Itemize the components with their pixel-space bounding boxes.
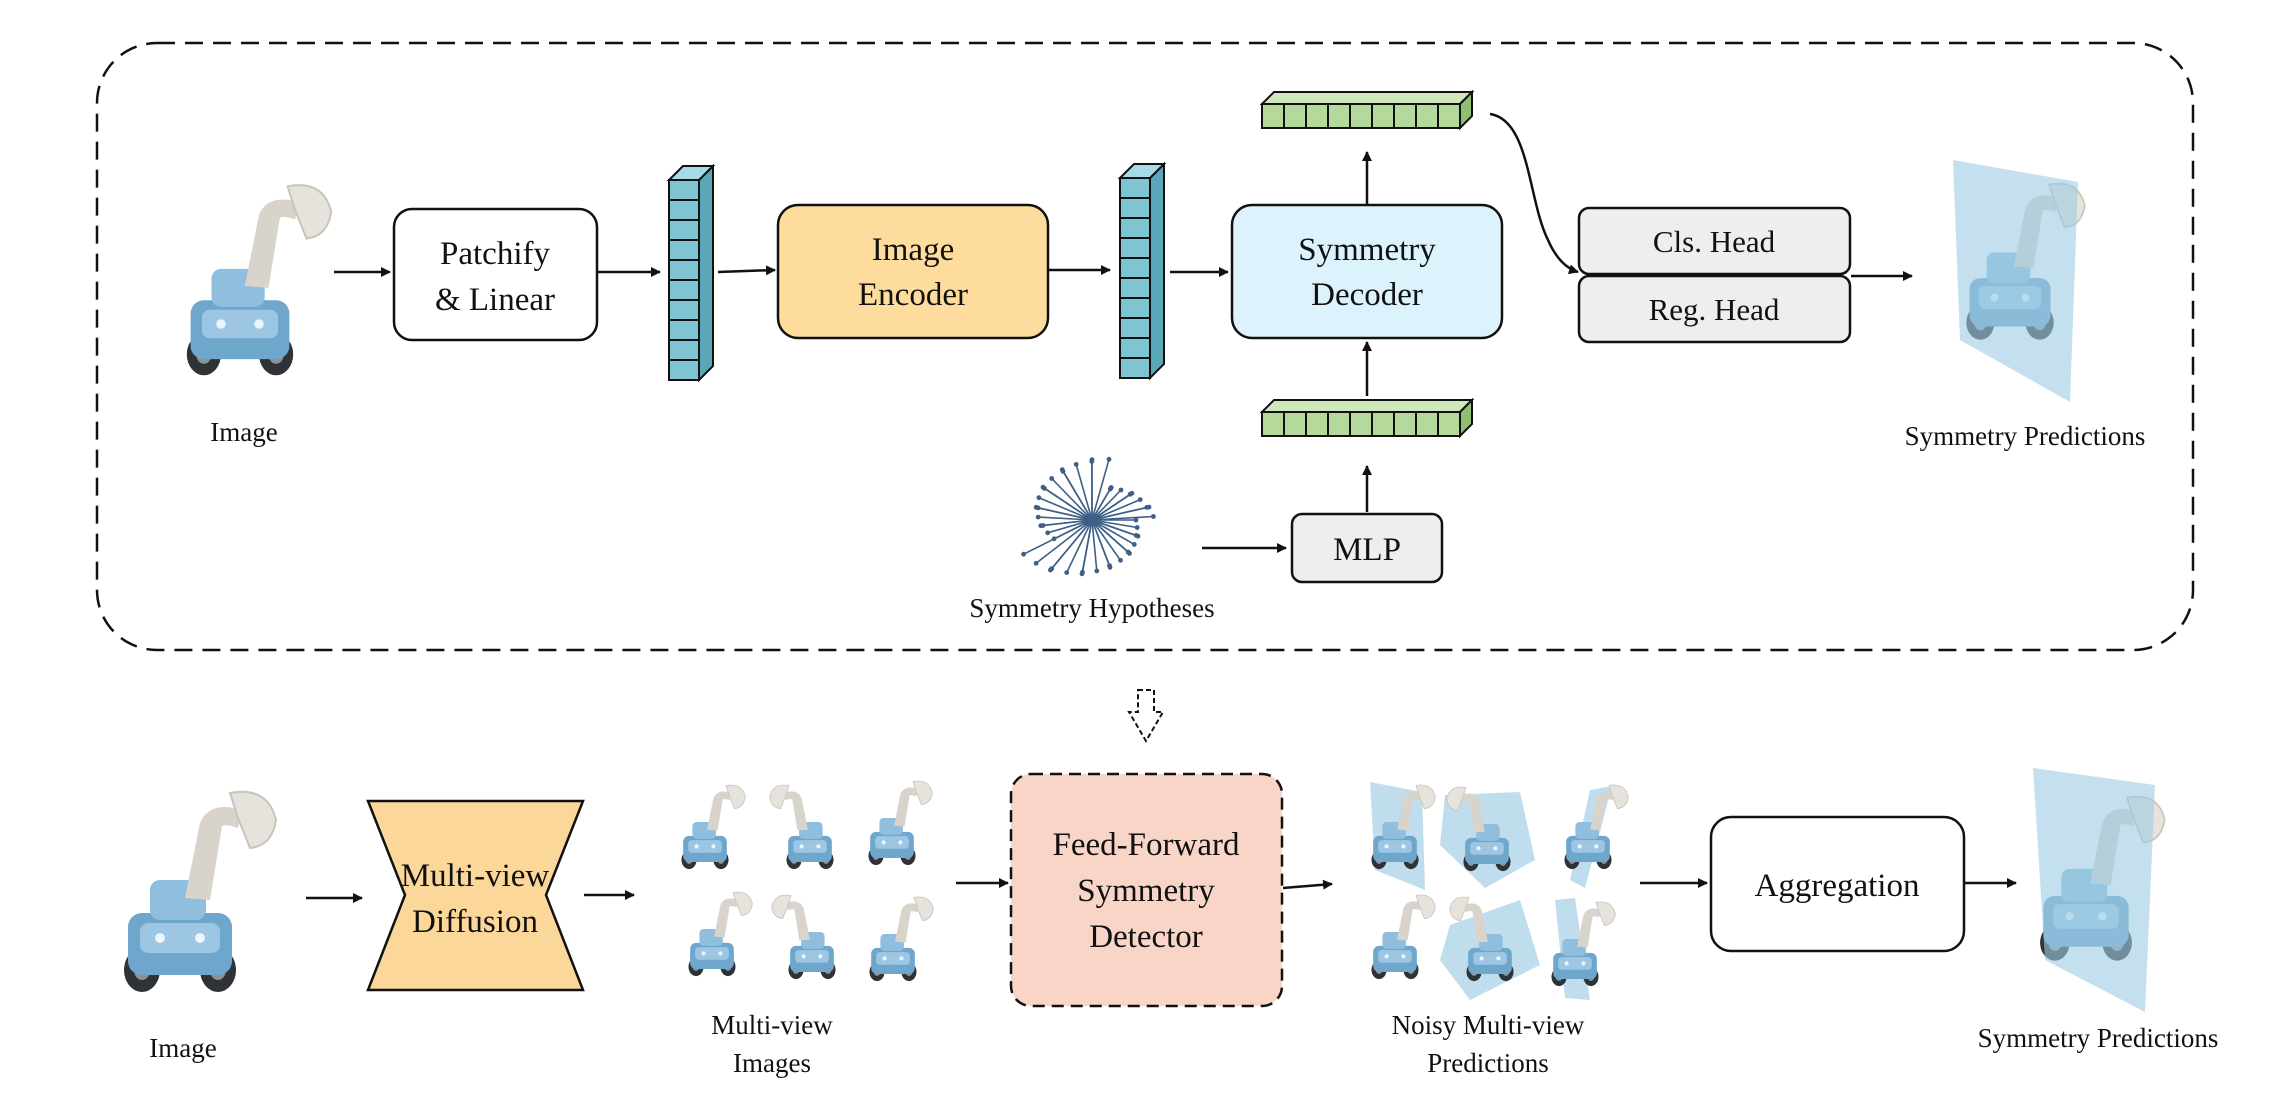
- noisy-label-line2: Predictions: [1427, 1048, 1549, 1078]
- symmetry-prediction-bottom: [2033, 768, 2166, 1012]
- patchify-linear-box: Patchify & Linear: [392, 207, 599, 342]
- cls-head-box: Cls. Head: [1577, 206, 1852, 276]
- multiview-diffusion-block: Multi-view Diffusion: [366, 799, 585, 992]
- arrow-detector-to-noisy: [1282, 879, 1333, 890]
- token-stack-icon: [666, 163, 716, 383]
- noisy-label-line1: Noisy Multi-view: [1392, 1010, 1585, 1040]
- detector-label-line1: Feed-Forward: [1053, 827, 1240, 863]
- predictions-label-top: Symmetry Predictions: [1905, 421, 2146, 451]
- multiview-images-grid: [681, 781, 933, 981]
- cls-head-label: Cls. Head: [1653, 224, 1776, 259]
- detector-label-line3: Detector: [1089, 919, 1203, 955]
- decoder-label-line2: Decoder: [1311, 277, 1423, 313]
- hypotheses-label: Symmetry Hypotheses: [969, 593, 1214, 623]
- arrow-output-tokens-to-heads: [1489, 112, 1579, 275]
- predictions-label-bottom: Symmetry Predictions: [1978, 1023, 2219, 1053]
- input-image-bottom: [123, 790, 277, 993]
- dashed-down-arrow-icon: [1127, 689, 1165, 743]
- detector-label-line2: Symmetry: [1077, 873, 1215, 909]
- training-frame: [95, 41, 2195, 652]
- aggregation-box: Aggregation: [1709, 815, 1966, 953]
- reg-head-label: Reg. Head: [1649, 292, 1780, 327]
- feedforward-detector-box: Feed-Forward Symmetry Detector: [1009, 772, 1284, 1008]
- token-stack-icon: [1117, 161, 1167, 381]
- mv-images-label-line2: Images: [733, 1048, 811, 1078]
- patchify-label-line1: Patchify: [440, 236, 550, 272]
- input-image-label-bottom: Image: [149, 1033, 216, 1063]
- symmetry-decoder-box: Symmetry Decoder: [1230, 203, 1504, 340]
- diffusion-label-line2: Diffusion: [412, 904, 538, 940]
- diffusion-label-line1: Multi-view: [401, 858, 550, 894]
- patchify-label-line2: & Linear: [435, 282, 555, 318]
- mlp-box: MLP: [1290, 512, 1444, 584]
- hypothesis-star-icon: [1021, 456, 1156, 577]
- input-image-label-top: Image: [210, 417, 277, 447]
- symmetry-prediction-top: [1953, 160, 2086, 402]
- encoder-label-line2: Encoder: [858, 277, 968, 313]
- mv-images-label-line1: Multi-view: [711, 1010, 833, 1040]
- symmetry-plane-icon: [1953, 160, 2078, 402]
- symmetry-plane-icon: [2033, 768, 2155, 1012]
- image-encoder-box: Image Encoder: [776, 203, 1050, 340]
- encoder-label-line1: Image: [872, 232, 954, 268]
- arrow-tokens-to-encoder: [717, 265, 776, 276]
- token-row-icon: [1259, 397, 1475, 439]
- token-row-icon: [1259, 89, 1475, 131]
- input-image-top: [185, 184, 333, 377]
- robot-icon: [185, 184, 333, 377]
- mlp-label: MLP: [1333, 532, 1401, 568]
- reg-head-box: Reg. Head: [1577, 274, 1852, 344]
- noisy-predictions-grid: [1370, 782, 1628, 1000]
- decoder-label-line1: Symmetry: [1298, 232, 1436, 268]
- aggregation-label: Aggregation: [1755, 868, 1920, 904]
